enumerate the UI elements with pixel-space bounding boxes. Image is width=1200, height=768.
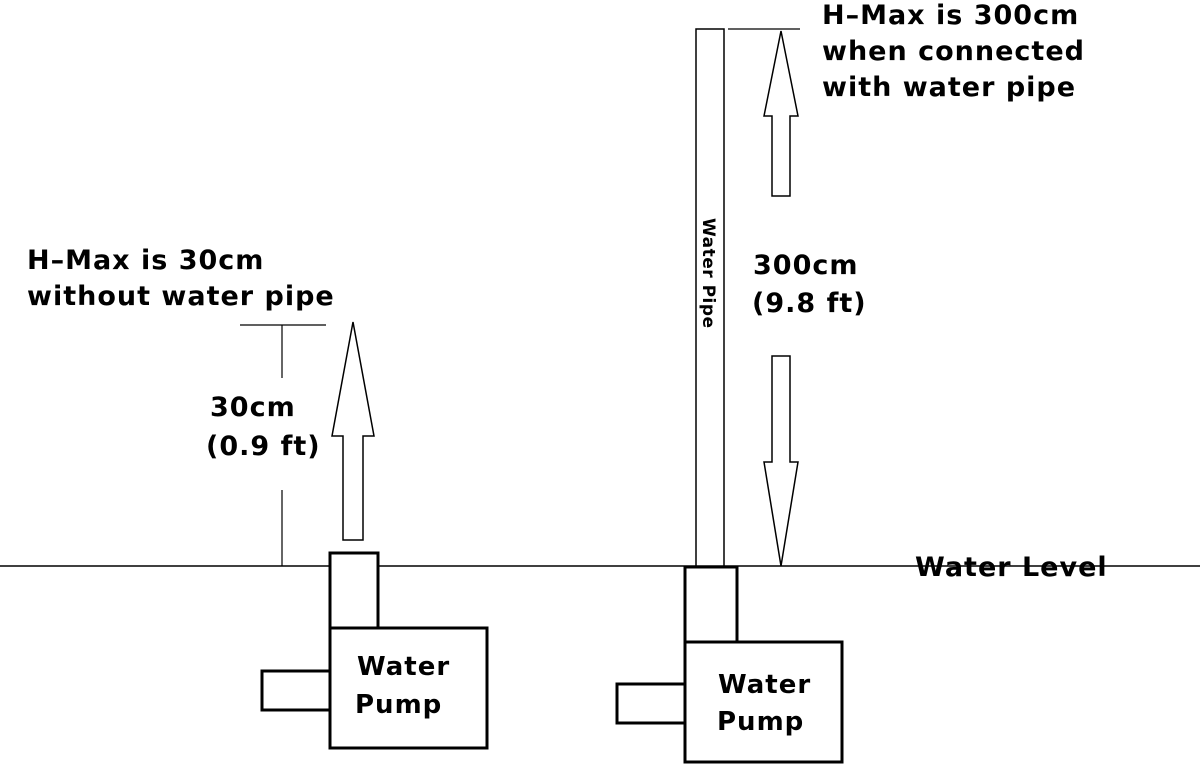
right-pump-outlet <box>683 565 739 644</box>
left-caption-line1: H–Max is 30cm <box>27 245 264 276</box>
left-pump-inlet <box>260 669 332 712</box>
right-measure-ft: (9.8 ft) <box>752 288 867 319</box>
up-arrow-icon <box>763 30 799 197</box>
left-measure-ft: (0.9 ft) <box>206 431 321 462</box>
left-measure-value: 30cm <box>210 392 296 423</box>
down-arrow-icon <box>763 355 799 567</box>
left-caption-line2: without water pipe <box>27 281 335 312</box>
right-caption-line3: with water pipe <box>822 72 1076 103</box>
left-pump-body <box>328 626 489 750</box>
water-pipe-label: Water Pipe <box>698 218 718 329</box>
right-pump-body <box>683 640 844 764</box>
left-pump-label-line2: Pump <box>355 690 442 720</box>
right-caption-line1: H–Max is 300cm <box>822 0 1079 31</box>
right-caption-line2: when connected <box>822 36 1085 67</box>
water-pipe <box>695 28 725 567</box>
right-pump-label-line2: Pump <box>717 707 804 737</box>
left-pump-label-line1: Water <box>357 652 450 682</box>
water-level-label: Water Level <box>915 552 1108 583</box>
up-arrow-icon <box>331 321 375 541</box>
left-pump-outlet <box>328 551 380 630</box>
right-pump-label-line1: Water <box>718 670 811 700</box>
right-pump-inlet <box>615 682 687 725</box>
right-measure-value: 300cm <box>753 250 859 281</box>
